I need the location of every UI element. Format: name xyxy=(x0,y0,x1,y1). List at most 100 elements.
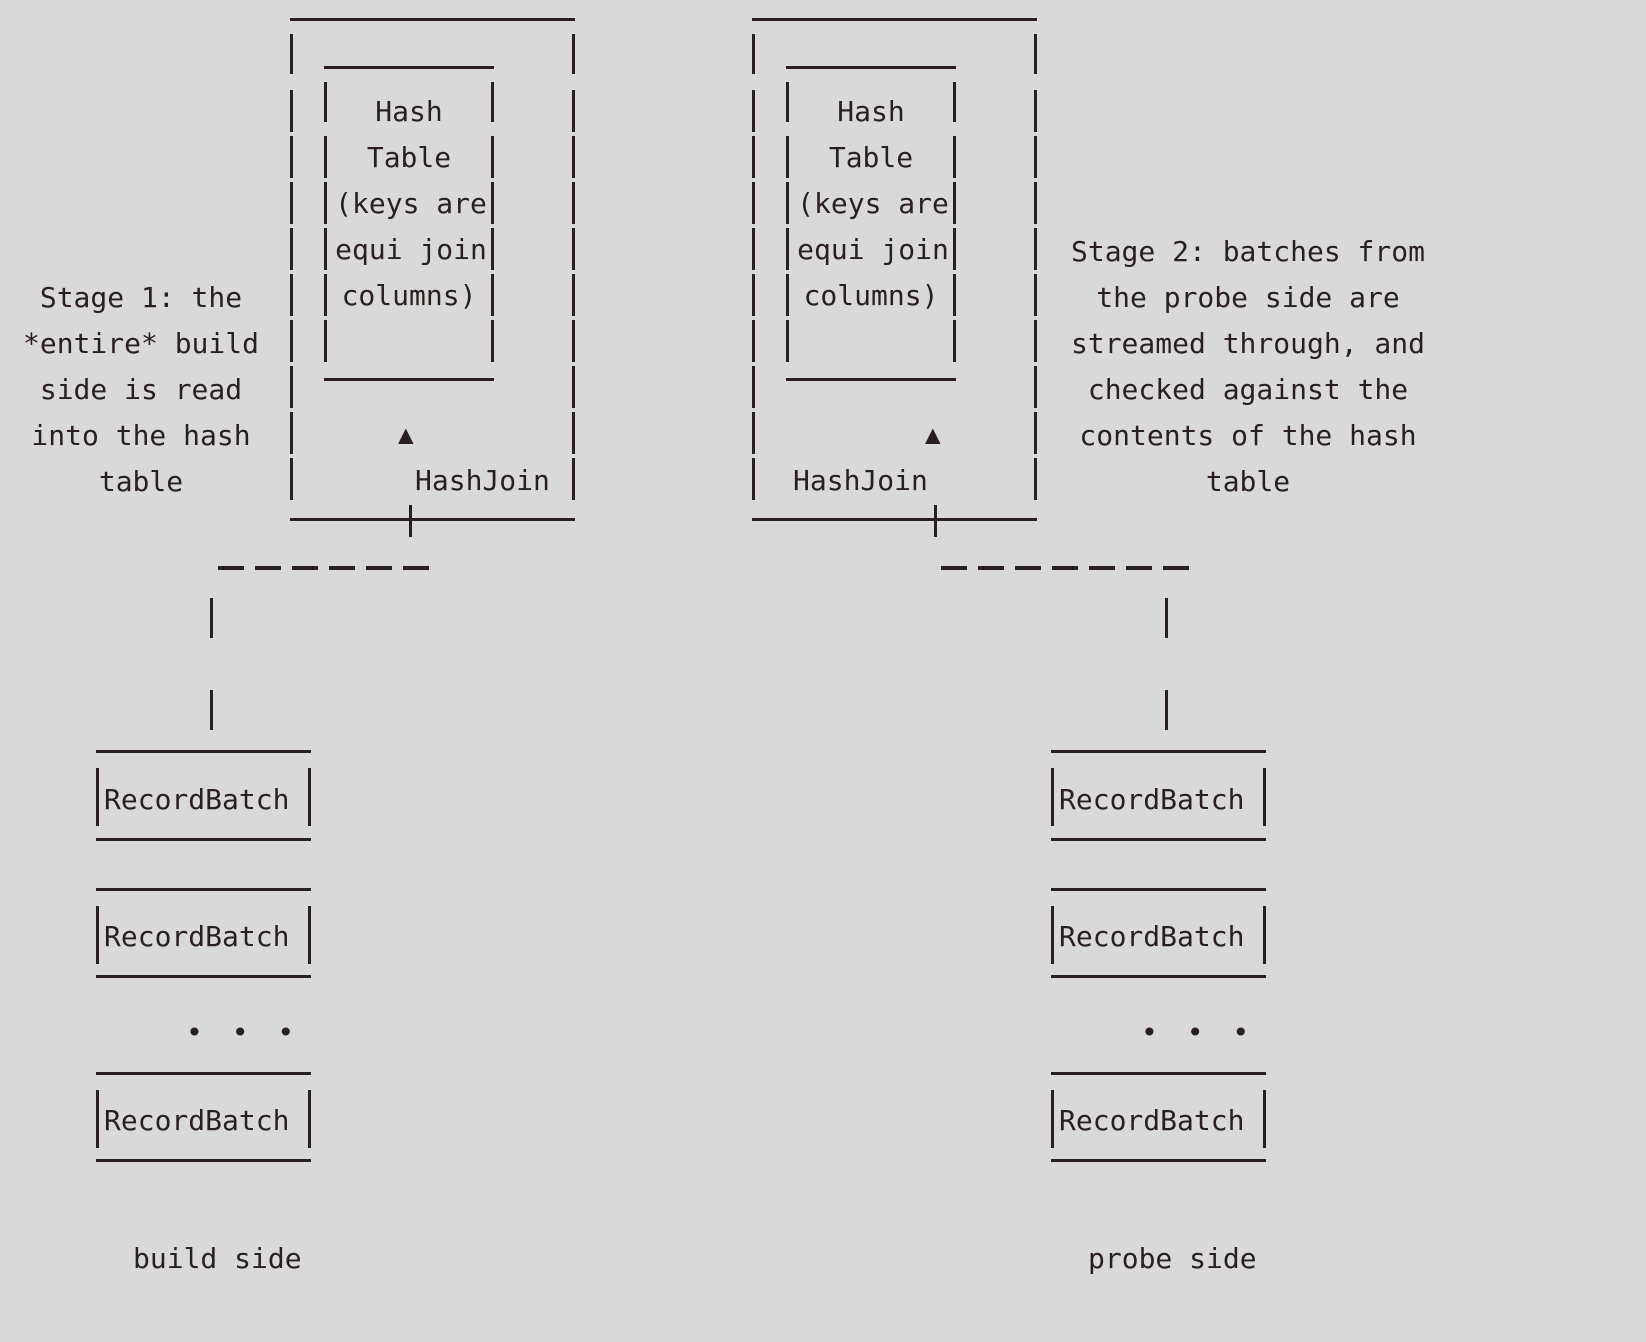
batch-box-top xyxy=(1051,888,1266,891)
dash-segment xyxy=(329,566,355,570)
probe-record-batch-label: RecordBatch xyxy=(1059,1104,1245,1137)
stage1-outer-right-seg xyxy=(572,136,575,178)
stage2-outer-right-seg xyxy=(1034,182,1037,224)
stage2-annotation-line: checked against the xyxy=(1087,373,1409,406)
batch-box-left xyxy=(96,768,99,826)
stage2-outer-right-seg xyxy=(1034,228,1037,270)
stage2-outer-left-seg xyxy=(752,90,755,132)
stage1-hashtable-box-bottom xyxy=(324,378,494,381)
stage1-outer-left-seg xyxy=(290,320,293,362)
dash-segment xyxy=(1052,566,1078,570)
stage2-outer-left-seg xyxy=(752,274,755,316)
probe-record-batch-label: RecordBatch xyxy=(1059,920,1245,953)
dash-segment xyxy=(1163,566,1189,570)
stage1-hashtable-left-seg xyxy=(324,228,327,270)
stage1-operator-label: HashJoin xyxy=(415,464,550,497)
stage1-outer-right-seg xyxy=(572,34,575,74)
probe-side-link-seg xyxy=(1165,598,1168,638)
stage1-hashtable-box-top xyxy=(324,66,494,69)
stage2-hashtable-line: (keys are xyxy=(797,187,949,220)
stage2-outer-left-seg xyxy=(752,366,755,408)
dash-segment xyxy=(218,566,244,570)
stage1-hashtable-left-seg xyxy=(324,274,327,316)
stage2-outer-left-seg xyxy=(752,412,755,454)
stage1-outer-box-bottom xyxy=(290,518,575,521)
stage1-outer-left-seg xyxy=(290,34,293,74)
batch-box-left xyxy=(96,1090,99,1148)
stage1-hashtable-right-seg xyxy=(491,274,494,316)
batch-box-right xyxy=(308,768,311,826)
stage2-outer-right-seg xyxy=(1034,136,1037,178)
dash-segment xyxy=(941,566,967,570)
stage1-outer-right-seg xyxy=(572,458,575,500)
batch-box-top xyxy=(1051,1072,1266,1075)
stage2-hashtable-right-seg xyxy=(953,228,956,270)
probe-side-label: probe side xyxy=(1088,1242,1257,1275)
stage2-hashtable-line: equi join xyxy=(797,233,949,266)
batch-box-bottom xyxy=(1051,975,1266,978)
stage1-outer-left-seg xyxy=(290,228,293,270)
batch-box-left xyxy=(1051,768,1054,826)
stage1-outer-bottom-tick xyxy=(409,505,412,537)
stage2-hashtable-left-seg xyxy=(786,228,789,270)
stage2-hashtable-right-seg xyxy=(953,136,956,178)
stage1-annotation-line: Stage 1: the xyxy=(39,281,243,314)
stage1-hashtable-right-seg xyxy=(491,228,494,270)
stage1-hashtable-left-seg xyxy=(324,136,327,178)
dash-segment xyxy=(292,566,318,570)
stage2-outer-right-seg xyxy=(1034,34,1037,74)
stage1-hashtable-right-seg xyxy=(491,320,494,362)
build-record-batch-label: RecordBatch xyxy=(104,920,290,953)
dash-segment xyxy=(1126,566,1152,570)
dash-segment xyxy=(366,566,392,570)
probe-side-ellipsis: • • • xyxy=(1141,1016,1256,1049)
stage1-outer-left-seg xyxy=(290,182,293,224)
batch-box-bottom xyxy=(96,1159,311,1162)
stage1-outer-right-seg xyxy=(572,274,575,316)
stage1-hashtable-right-seg xyxy=(491,136,494,178)
batch-box-right xyxy=(308,906,311,964)
batch-box-top xyxy=(96,750,311,753)
stage1-hashtable-right-seg xyxy=(491,82,494,122)
stage2-outer-left-seg xyxy=(752,228,755,270)
stage1-outer-right-seg xyxy=(572,228,575,270)
batch-box-bottom xyxy=(1051,1159,1266,1162)
batch-box-right xyxy=(1263,768,1266,826)
dash-segment xyxy=(1015,566,1041,570)
stage1-hashtable-right-seg xyxy=(491,182,494,224)
stage2-hashtable-line: Hash xyxy=(837,95,905,128)
stage2-outer-left-seg xyxy=(752,34,755,74)
stage1-hashtable-left-seg xyxy=(324,182,327,224)
probe-side-dashed-connector xyxy=(941,566,1189,570)
stage2-outer-box-bottom xyxy=(752,518,1037,521)
stage2-outer-left-seg xyxy=(752,182,755,224)
stage2-outer-left-seg xyxy=(752,458,755,500)
stage1-annotation-line: table xyxy=(98,465,184,498)
stage1-outer-right-seg xyxy=(572,412,575,454)
stage2-hashtable-left-seg xyxy=(786,136,789,178)
build-record-batch-label: RecordBatch xyxy=(104,783,290,816)
batch-box-right xyxy=(1263,1090,1266,1148)
build-side-dashed-connector xyxy=(218,566,429,570)
dash-segment xyxy=(978,566,1004,570)
stage1-outer-left-seg xyxy=(290,90,293,132)
stage1-outer-left-seg xyxy=(290,136,293,178)
stage2-hashtable-right-seg xyxy=(953,82,956,122)
batch-box-right xyxy=(1263,906,1266,964)
batch-box-left xyxy=(1051,906,1054,964)
stage1-outer-right-seg xyxy=(572,182,575,224)
stage2-outer-right-seg xyxy=(1034,366,1037,408)
batch-box-top xyxy=(96,888,311,891)
stage1-hashtable-line: (keys are xyxy=(335,187,487,220)
probe-record-batch-label: RecordBatch xyxy=(1059,783,1245,816)
dash-segment xyxy=(403,566,429,570)
stage2-hashtable-line: columns) xyxy=(803,279,939,312)
stage1-annotation-line: side is read xyxy=(39,373,243,406)
build-side-link-seg xyxy=(210,598,213,638)
batch-box-left xyxy=(1051,1090,1054,1148)
stage2-annotation-line: streamed through, and xyxy=(1070,327,1425,360)
stage2-hashtable-box-top xyxy=(786,66,956,69)
batch-box-right xyxy=(308,1090,311,1148)
stage1-outer-left-seg xyxy=(290,458,293,500)
